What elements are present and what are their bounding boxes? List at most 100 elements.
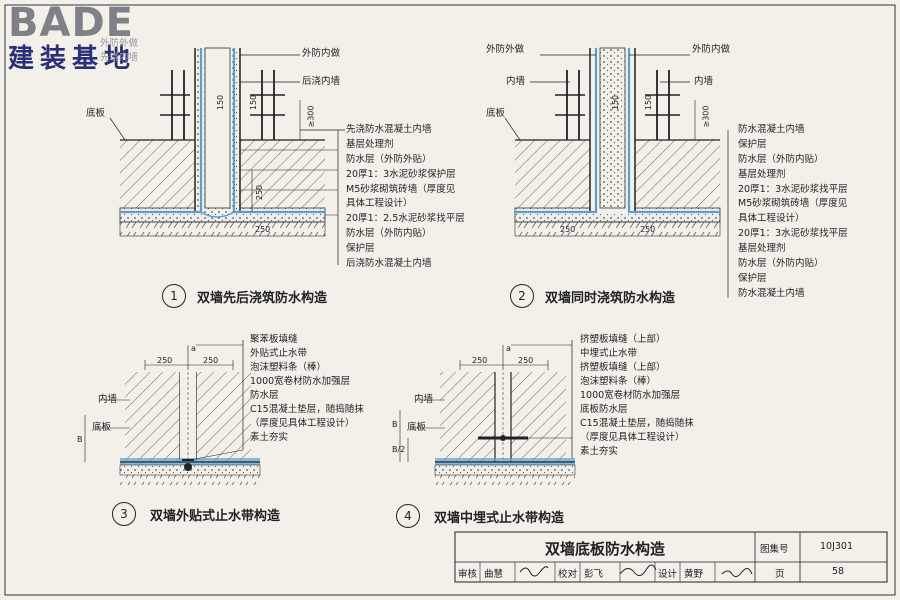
fig3-dim: 250 bbox=[203, 356, 219, 365]
fig2-layer: 20厚1：3水泥砂浆找平层 bbox=[738, 184, 848, 195]
fig2-layer: 基层处理剂 bbox=[738, 243, 786, 254]
fig1-soil bbox=[119, 221, 326, 237]
fig4-caption: 双墙中埋式止水带构造 bbox=[434, 511, 565, 526]
fig3-layer: 外贴式止水带 bbox=[250, 348, 308, 359]
fig2-layer: 基层处理剂 bbox=[738, 169, 786, 180]
fig3-layer: 素土夯实 bbox=[250, 432, 289, 443]
watermark-logo: BADE 建装基地 bbox=[8, 2, 136, 74]
fig2-dim: 250 bbox=[640, 225, 656, 234]
fig1-brick-wall bbox=[204, 47, 231, 209]
fig1-caption: 双墙先后浇筑防水构造 bbox=[197, 291, 328, 306]
fig2-layer: 防水层（外防内贴） bbox=[738, 154, 824, 165]
fig4-layer: （厚度见具体工程设计） bbox=[580, 432, 685, 443]
fig3-section bbox=[84, 340, 261, 485]
design-label: 设计 bbox=[658, 569, 678, 580]
fig2-number: 2 bbox=[510, 284, 534, 308]
fig1-side-label: 底板 bbox=[86, 108, 106, 119]
fig3-side-label-1: 内墙 bbox=[98, 394, 118, 405]
fig4-side-label-1: 内墙 bbox=[414, 394, 434, 405]
fig2-caption: 双墙同时浇筑防水构造 bbox=[545, 291, 676, 306]
fig3-dim: a bbox=[191, 344, 196, 353]
fig4-layer: C15混凝土垫层，随捣随抹 bbox=[580, 418, 694, 429]
fig2-dim: ≥300 bbox=[701, 105, 711, 128]
fig2-layer: 保护层 bbox=[738, 139, 767, 150]
fig2-layer: 保护层 bbox=[738, 273, 767, 284]
fig1-section bbox=[109, 47, 345, 265]
fig2-side-label-2: 底板 bbox=[486, 108, 506, 119]
fig2-dim: 250 bbox=[560, 225, 576, 234]
fig3-dim: B bbox=[77, 435, 83, 444]
fig4-layer: 挤塑板填缝（上部） bbox=[580, 334, 666, 345]
fig4-layer: 挤塑板填缝（上部） bbox=[580, 362, 666, 373]
checker-name: 彭飞 bbox=[584, 569, 604, 580]
atlas-number: 10J301 bbox=[820, 541, 854, 552]
fig1-dim: 250 bbox=[255, 225, 271, 234]
fig4-layer: 1000宽卷材防水加强层 bbox=[580, 390, 681, 401]
fig1-layer: 基层处理剂 bbox=[346, 139, 394, 150]
fig1-layer: 先浇防水混凝土内墙 bbox=[346, 124, 432, 135]
fig2-layer: 具体工程设计） bbox=[738, 213, 805, 224]
fig4-layer: 泡沫塑料条（棒） bbox=[580, 376, 657, 387]
fig4-dim: 250 bbox=[518, 356, 534, 365]
overlay-label-top: 外防外做 bbox=[100, 38, 139, 49]
reviewer-name: 曲慧 bbox=[484, 569, 504, 580]
fig4-dim: a bbox=[506, 344, 511, 353]
fig3-number: 3 bbox=[112, 502, 136, 526]
fig2-layer: 防水混凝土内墙 bbox=[738, 288, 805, 299]
fig1-number: 1 bbox=[162, 284, 186, 308]
fig1-dim: ≥300 bbox=[306, 105, 316, 128]
designer-signature bbox=[619, 564, 657, 576]
checker-signature bbox=[519, 566, 549, 577]
fig1-dim: 250 bbox=[255, 184, 265, 201]
fig1-layer: 20厚1：3水泥砂浆保护层 bbox=[346, 169, 456, 180]
fig2-layer: 20厚1：3水泥砂浆找平层 bbox=[738, 228, 848, 239]
fig3-layer: C15混凝土垫层，随捣随抹 bbox=[250, 404, 364, 415]
fig4-layer: 中埋式止水带 bbox=[580, 348, 638, 359]
logo-subtext: 建装基地 bbox=[8, 44, 137, 74]
sheet-border bbox=[4, 4, 896, 596]
fig3-dim: 250 bbox=[157, 356, 173, 365]
page-number: 58 bbox=[832, 566, 845, 577]
fig4-section bbox=[399, 340, 576, 485]
fig2-side-label-1: 内墙 bbox=[506, 76, 526, 87]
fig1-layer: 防水层（外防外贴） bbox=[346, 154, 432, 165]
review-label: 审核 bbox=[458, 569, 478, 580]
fig4-layer: 素土夯实 bbox=[580, 446, 619, 457]
fig1-dim: 150 bbox=[216, 94, 226, 111]
fig3-layer: 泡沫塑料条（棒） bbox=[250, 362, 327, 373]
fig3-caption: 双墙外贴式止水带构造 bbox=[150, 509, 281, 524]
check-label: 校对 bbox=[558, 569, 578, 580]
fig2-layer: 防水混凝土内墙 bbox=[738, 124, 805, 135]
fig1-layer: 防水层（外防内贴） bbox=[346, 228, 432, 239]
fig4-dim: 250 bbox=[472, 356, 488, 365]
fig1-layer: 具体工程设计） bbox=[346, 198, 413, 209]
fig2-layer: M5砂浆砌筑砖墙（厚度见 bbox=[738, 198, 848, 209]
fig1-membrane-outer bbox=[120, 48, 203, 214]
sheet-title: 双墙底板防水构造 bbox=[545, 540, 666, 558]
fig3-layer: （厚度见具体工程设计） bbox=[250, 418, 355, 429]
fig3-side-label-2: 底板 bbox=[92, 422, 112, 433]
fig4-dim: B bbox=[392, 420, 398, 429]
logo-text: BADE bbox=[8, 0, 134, 46]
fig2-right-label: 内墙 bbox=[694, 76, 714, 87]
overlay-label-bottom: 先浇内墙 bbox=[100, 52, 139, 63]
fig2-callout-1: 外防外做 bbox=[486, 44, 525, 55]
title-block-frame bbox=[454, 531, 888, 583]
fig1-callout-1: 外防内做 bbox=[302, 48, 341, 59]
atlas-label: 图集号 bbox=[760, 544, 789, 555]
fig1-layer: 保护层 bbox=[346, 243, 375, 254]
fig1-layer: M5砂浆砌筑砖墙（厚度见 bbox=[346, 184, 456, 195]
approver-signature bbox=[721, 568, 753, 578]
fig3-layer: 防水层 bbox=[250, 390, 279, 401]
fig1-dim: 150 bbox=[249, 94, 259, 111]
fig4-number: 4 bbox=[396, 504, 420, 528]
fig2-layer: 防水层（外防内贴） bbox=[738, 258, 824, 269]
fig1-callout-2: 后浇内墙 bbox=[302, 76, 341, 87]
fig4-side-label-2: 底板 bbox=[407, 422, 427, 433]
designer-name: 黄野 bbox=[684, 569, 704, 580]
fig1-layer: 后浇防水混凝土内墙 bbox=[346, 258, 432, 269]
fig1-layer: 20厚1：2.5水泥砂浆找平层 bbox=[346, 213, 465, 224]
fig4-dim: B/2 bbox=[392, 445, 406, 454]
fig2-callout-2: 外防内做 bbox=[692, 44, 731, 55]
